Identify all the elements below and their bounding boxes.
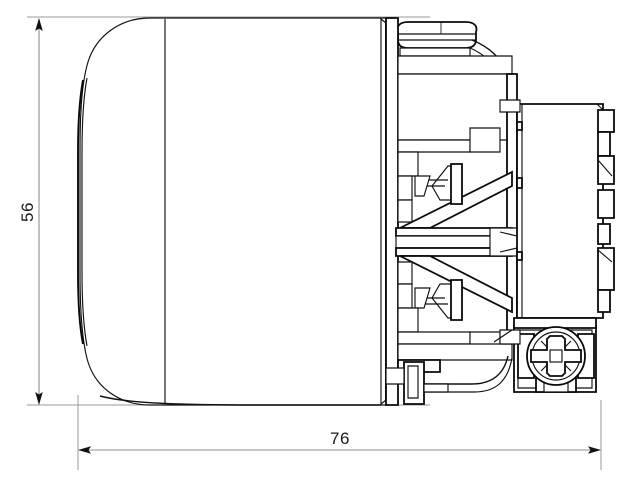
latch-pad-outer — [396, 21, 478, 49]
terminal-notch-left-1 — [516, 121, 523, 131]
link-diagonal — [493, 329, 513, 343]
terminal-notch-left-3 — [516, 251, 523, 261]
housing-rail-block-5 — [397, 283, 413, 309]
housing-left-wall — [385, 17, 399, 406]
arrow-head-left — [78, 446, 91, 454]
dimension-width-76: 76 — [78, 429, 601, 454]
housing-rail-block-6 — [397, 307, 419, 333]
bracket-column-inner — [407, 365, 419, 399]
terminal-tab-4 — [597, 189, 615, 219]
wedge-upper-bracket — [414, 175, 431, 197]
housing-rail-block-3 — [397, 199, 413, 223]
terminal-tab-6 — [597, 247, 615, 291]
body-outer-silhouette — [79, 17, 387, 406]
screw-pozi-tick-3 — [540, 364, 548, 372]
bracket-arm-inner — [424, 357, 513, 393]
terminal-tab-5 — [597, 223, 611, 245]
terminal-tab-7 — [597, 289, 611, 313]
component-terminal-block — [516, 103, 615, 319]
component-terminal-screw-assembly — [513, 317, 597, 393]
dimension-label-width: 76 — [330, 429, 350, 448]
bracket-arm-outer — [424, 355, 509, 385]
housing-rail-block-2 — [397, 175, 413, 201]
terminal-tab-6-hatch — [597, 249, 613, 263]
dimension-label-height: 56 — [18, 202, 37, 222]
component-mechanism-housing — [385, 17, 539, 406]
body-left-edge-inner — [81, 77, 88, 347]
housing-upper-rim — [397, 55, 513, 75]
terminal-tab-1 — [597, 109, 615, 133]
bracket-arm-web — [423, 383, 449, 393]
terminal-notch-left-2 — [516, 177, 523, 189]
housing-rail-block-1 — [397, 151, 419, 177]
body-bottom-edge — [99, 395, 381, 406]
screw-housing-top-rail — [513, 317, 597, 329]
terminal-tab-2 — [597, 131, 611, 157]
housing-shelf-upper — [397, 139, 471, 153]
terminal-block-chamfer-top — [596, 103, 604, 111]
screw-pozi-tick-1 — [540, 340, 548, 348]
screw-pozi-tick-2 — [564, 340, 572, 348]
bracket-side-tab — [385, 367, 405, 385]
screw-centre-square — [549, 349, 563, 363]
dimension-height-56: 56 — [18, 18, 43, 405]
terminal-tab-3-hatch — [597, 159, 613, 177]
link-bottom-plate — [499, 329, 521, 345]
latch-lower-lip — [399, 47, 471, 57]
arrow-head-right — [588, 446, 601, 454]
body-left-edge-highlight — [77, 79, 84, 345]
wedge-lower-post — [450, 279, 463, 321]
component-rounded-body-cap — [77, 17, 387, 406]
arrow-head-down — [35, 392, 43, 405]
arrow-head-up — [35, 18, 43, 31]
link-top-plate — [499, 99, 521, 113]
wedge-upper-post — [450, 163, 463, 205]
component-bottom-bracket — [385, 355, 513, 405]
housing-shelf-step — [469, 127, 501, 153]
wedge-lower-bracket — [414, 287, 431, 309]
component-housing-terminal-link — [493, 99, 521, 345]
housing-rail-block-4 — [397, 261, 413, 285]
screw-pozi-tick-4 — [564, 364, 572, 372]
housing-shelf-lower — [397, 331, 471, 345]
terminal-block-body — [516, 103, 604, 319]
housing-lower-rim — [397, 343, 513, 361]
